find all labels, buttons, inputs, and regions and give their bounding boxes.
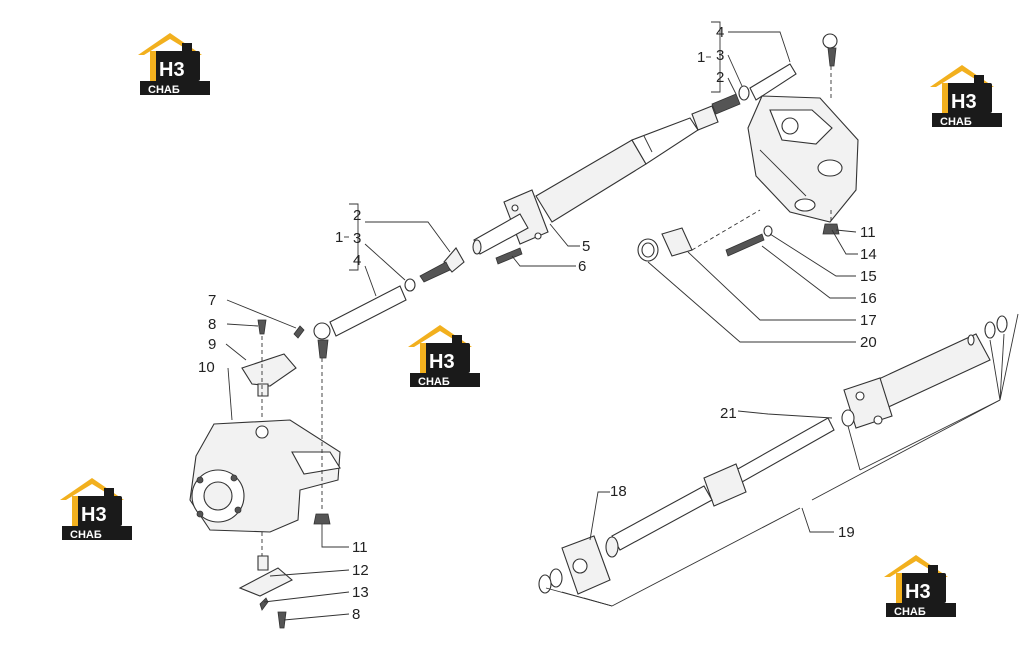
callout-19: 19 [838, 524, 855, 541]
rod-end-upper [691, 33, 838, 131]
callout-18: 18 [610, 483, 627, 500]
callout-4: 4 [716, 24, 724, 41]
watermark-logo: H3 CHAБ [408, 325, 480, 388]
callout-1: 1 [697, 49, 705, 66]
callout-15: 15 [860, 268, 877, 285]
rod-end-lower [313, 247, 465, 359]
axle-shaft-assembly [538, 315, 1008, 595]
logo-caption: CHAБ [940, 116, 972, 128]
watermark-logo: H3 CHAБ [60, 478, 132, 541]
steering-knuckle-right [747, 95, 859, 235]
bolt [257, 319, 267, 335]
callout-17: 17 [860, 312, 877, 329]
logo-mark: H3 [905, 581, 931, 603]
callout-14: 14 [860, 246, 877, 263]
lower-plate [238, 567, 293, 597]
logo-caption: CHAБ [148, 84, 180, 96]
logo-mark: H3 [81, 504, 107, 526]
callout-3: 3 [716, 47, 724, 64]
callout-6: 6 [578, 258, 586, 275]
upper-plate-pin [257, 383, 269, 397]
callout-1: 1 [335, 229, 343, 246]
callout-7: 7 [208, 292, 216, 309]
logo-caption: CHAБ [418, 376, 450, 388]
lower-plate-pin [257, 555, 269, 571]
logo-caption: CHAБ [70, 529, 102, 541]
callout-5: 5 [582, 238, 590, 255]
callout-3: 3 [353, 230, 361, 247]
bolt [495, 247, 523, 265]
watermark-logo: H3 CHAБ [138, 33, 210, 96]
callout-21: 21 [720, 405, 737, 422]
callout-16: 16 [860, 290, 877, 307]
logo-mark: H3 [159, 59, 185, 81]
pin [259, 597, 269, 611]
logo-mark: H3 [429, 351, 455, 373]
leader-lines [225, 21, 1019, 621]
steering-knuckle-left [189, 419, 341, 533]
callout-12: 12 [352, 562, 369, 579]
washer [763, 225, 773, 237]
logo-mark: H3 [951, 91, 977, 113]
watermark-logo: H3 CHAБ [930, 65, 1002, 128]
upper-plate [241, 353, 297, 387]
callout-8: 8 [208, 316, 216, 333]
callout-10: 10 [198, 359, 215, 376]
logo-caption: CHAБ [894, 606, 926, 618]
callout-20: 20 [860, 334, 877, 351]
callout-8: 8 [352, 606, 360, 623]
pin [293, 325, 305, 339]
callout-numbers: 1 2 3 4 1 2 3 4 5 6 7 8 9 10 11 12 13 8 … [198, 24, 877, 623]
watermark-logo: H3 CHAБ [884, 555, 956, 618]
callout-9: 9 [208, 336, 216, 353]
callout-11: 11 [860, 224, 876, 241]
bolt [277, 611, 287, 629]
callout-11: 11 [352, 539, 368, 556]
nut [313, 513, 331, 525]
callout-2: 2 [716, 69, 724, 86]
callout-2: 2 [353, 207, 361, 224]
sleeve [661, 227, 693, 257]
callout-4: 4 [353, 252, 361, 269]
callout-13: 13 [352, 584, 369, 601]
screw [725, 233, 765, 257]
steering-cylinder [472, 117, 699, 255]
